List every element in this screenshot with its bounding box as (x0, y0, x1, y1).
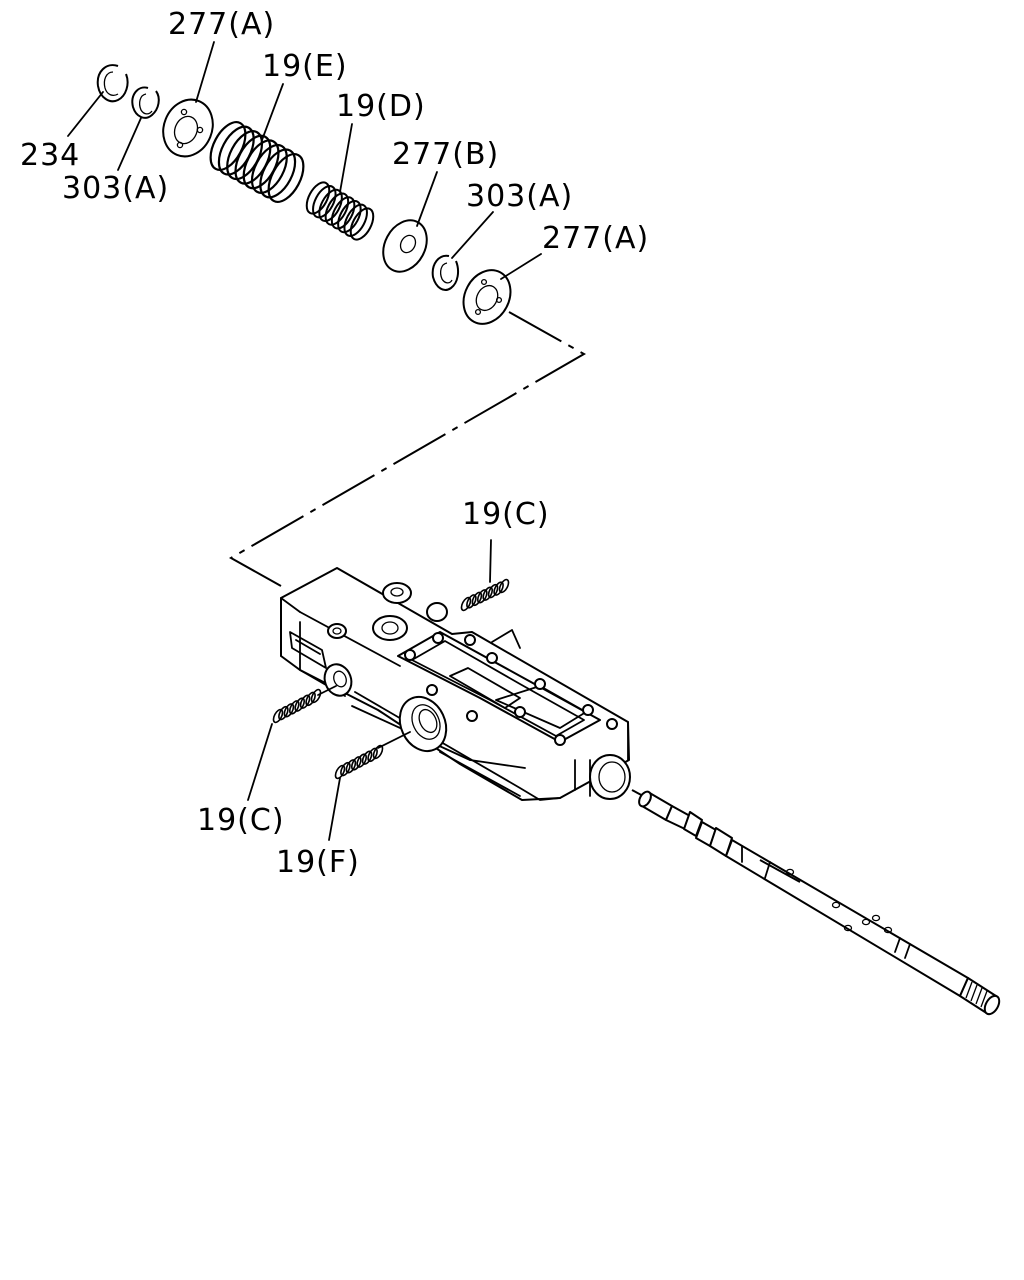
label-303a-mid: 303(A) (466, 179, 573, 214)
leader-277b (416, 171, 438, 227)
spring-19f (334, 744, 384, 780)
assembly-connector-line (228, 311, 587, 587)
label-234: 234 (20, 138, 80, 173)
label-19c-top: 19(C) (462, 497, 550, 532)
snap-ring-234 (96, 64, 129, 103)
label-19c-bottom: 19(C) (197, 803, 285, 838)
spring-19e (209, 121, 305, 203)
leader-303a-top (117, 117, 142, 171)
spring-19c-top (460, 578, 510, 612)
leader-303a-mid (451, 211, 494, 259)
spring-19c-bottom (272, 688, 322, 724)
snap-ring-303a-top (131, 86, 160, 119)
leader-19c-top (489, 539, 492, 583)
washer-277b (382, 219, 428, 273)
leader-277a-mid (500, 253, 542, 280)
leader-19c-bottom (247, 723, 273, 801)
retainer-277a-mid (462, 269, 512, 325)
leader-19f-to-body (377, 731, 411, 749)
valve-body (280, 567, 631, 801)
leader-19f (328, 777, 341, 841)
label-277b: 277(B) (392, 137, 499, 172)
spool-shaft (631, 789, 1001, 1016)
leader-19d (339, 123, 353, 193)
snap-ring-303a-mid (431, 254, 460, 291)
spring-19d (305, 181, 375, 241)
leader-19e (261, 83, 284, 141)
label-19f: 19(F) (276, 845, 360, 880)
label-277a-top: 277(A) (168, 7, 275, 42)
label-19e: 19(E) (262, 49, 348, 84)
label-303a-top: 303(A) (62, 171, 169, 206)
leader-277a-top (195, 41, 215, 103)
retainer-277a-top (162, 98, 214, 158)
leader-19c-bottom-to-body (317, 685, 337, 696)
leader-234 (67, 91, 104, 137)
label-19d: 19(D) (336, 89, 426, 124)
label-277a-mid: 277(A) (542, 221, 649, 256)
